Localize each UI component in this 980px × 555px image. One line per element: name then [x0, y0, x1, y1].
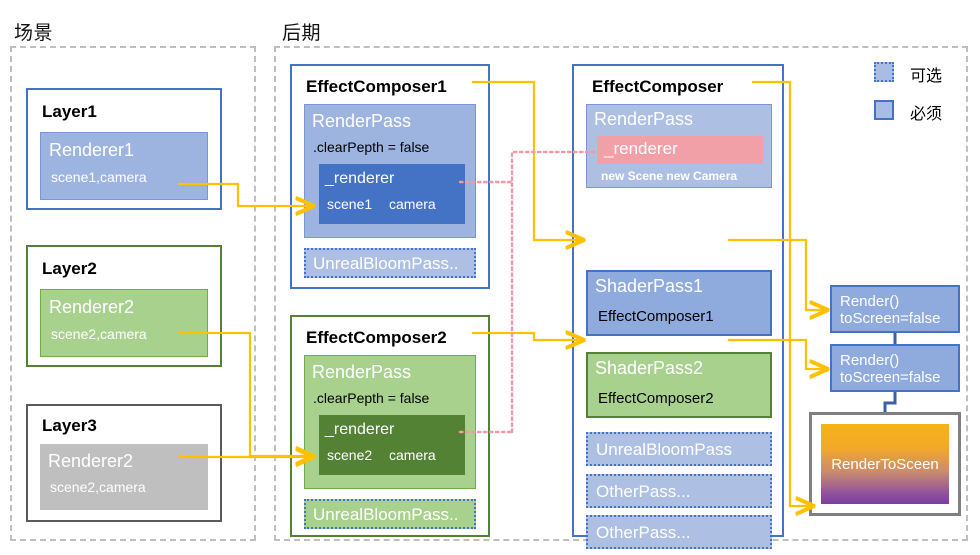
- main-pass-0-label: UnrealBloomPass: [596, 440, 733, 459]
- ec2-renderpass: RenderPass .clearPepth = false _renderer…: [304, 355, 476, 489]
- layer2-title: Layer2: [42, 259, 97, 278]
- legend-label-required: 必须: [910, 106, 943, 123]
- layer2-renderer-label: Renderer2: [49, 297, 135, 317]
- main-shaderpass2-value: EffectComposer2: [598, 390, 714, 407]
- legend-swatch-optional: [874, 62, 894, 82]
- render-box-1[interactable]: Render() toScreen=false: [830, 285, 960, 333]
- main-renderpass-label: RenderPass: [594, 109, 694, 129]
- layer1-renderer-box: Renderer1 scene1,camera: [40, 132, 208, 200]
- layer1-detail: scene1,camera: [51, 169, 147, 185]
- main-shaderpass2[interactable]: ShaderPass2 EffectComposer2: [586, 352, 772, 418]
- ec2-unrealbloompass[interactable]: UnrealBloomPass..: [304, 499, 476, 529]
- card-effectcomposer2[interactable]: EffectComposer2 RenderPass .clearPepth =…: [290, 315, 490, 537]
- render-to-screen-frame[interactable]: RenderToSceen: [809, 412, 961, 516]
- effectcomposer1-title: EffectComposer1: [306, 77, 447, 96]
- group-title-post: 后期: [282, 23, 322, 44]
- main-pass-1-label: OtherPass...: [596, 482, 691, 501]
- layer1-renderer-label: Renderer1: [49, 140, 135, 160]
- card-layer3[interactable]: Layer3 Renderer2 scene2,camera: [26, 404, 222, 522]
- group-title-scene: 场景: [14, 23, 54, 44]
- ec2-unrealbloompass-label: UnrealBloomPass..: [313, 505, 459, 524]
- group-scene: [10, 46, 256, 541]
- main-shaderpass1[interactable]: ShaderPass1 EffectComposer1: [586, 270, 772, 336]
- layer1-title: Layer1: [42, 102, 97, 121]
- ec2-scene-label: scene2: [327, 447, 373, 463]
- layer2-detail: scene2,camera: [51, 326, 147, 342]
- ec1-unrealbloompass[interactable]: UnrealBloomPass..: [304, 248, 476, 278]
- layer3-renderer-label: Renderer2: [48, 451, 134, 471]
- render-box-2[interactable]: Render() toScreen=false: [830, 344, 960, 392]
- main-new-scene-camera: new Scene new Camera: [601, 169, 738, 183]
- layer3-detail: scene2,camera: [50, 479, 146, 495]
- render-1-line2: toScreen=false: [840, 310, 941, 327]
- render-2-line1: Render(): [840, 352, 900, 369]
- main-renderpass: RenderPass _renderer new Scene new Camer…: [586, 104, 772, 188]
- main-pass-unrealbloompass[interactable]: UnrealBloomPass: [586, 432, 772, 466]
- render-2-line2: toScreen=false: [840, 369, 941, 386]
- ec1-unrealbloompass-label: UnrealBloomPass..: [313, 254, 459, 273]
- layer2-renderer-box: Renderer2 scene2,camera: [40, 289, 208, 357]
- legend-label-optional: 可选: [910, 68, 943, 85]
- ec1-renderer-box: _renderer scene1 camera: [319, 164, 465, 224]
- main-shaderpass1-label: ShaderPass1: [595, 276, 704, 296]
- ec2-cleardepth: .clearPepth = false: [313, 390, 430, 406]
- render-to-screen-gradient: RenderToSceen: [821, 424, 949, 504]
- ec1-cleardepth: .clearPepth = false: [313, 139, 430, 155]
- ec1-scene-label: scene1: [327, 196, 373, 212]
- ec2-camera-label: camera: [389, 447, 436, 463]
- ec2-renderer-label: _renderer: [325, 421, 395, 438]
- ec1-renderpass: RenderPass .clearPepth = false _renderer…: [304, 104, 476, 238]
- main-shaderpass2-label: ShaderPass2: [595, 358, 704, 378]
- ec2-renderer-box: _renderer scene2 camera: [319, 415, 465, 475]
- main-shaderpass1-value: EffectComposer1: [598, 308, 714, 325]
- card-layer1[interactable]: Layer1 Renderer1 scene1,camera: [26, 88, 222, 210]
- ec2-renderpass-label: RenderPass: [312, 362, 412, 382]
- layer3-title: Layer3: [42, 416, 97, 435]
- render-1-line1: Render(): [840, 293, 900, 310]
- main-pass-otherpass-2[interactable]: OtherPass...: [586, 515, 772, 549]
- card-effectcomposer-main[interactable]: EffectComposer RenderPass _renderer new …: [572, 64, 784, 549]
- ec1-renderer-label: _renderer: [325, 170, 395, 187]
- ec1-camera-label: camera: [389, 196, 436, 212]
- main-renderer-box: _renderer: [597, 136, 763, 164]
- main-renderer-label: _renderer: [604, 139, 678, 158]
- ec1-renderpass-label: RenderPass: [312, 111, 412, 131]
- effectcomposer-title: EffectComposer: [592, 77, 724, 96]
- effectcomposer2-title: EffectComposer2: [306, 328, 447, 347]
- card-layer2[interactable]: Layer2 Renderer2 scene2,camera: [26, 245, 222, 367]
- main-pass-otherpass-1[interactable]: OtherPass...: [586, 474, 772, 508]
- render-to-screen-label: RenderToSceen: [831, 456, 939, 473]
- card-effectcomposer1[interactable]: EffectComposer1 RenderPass .clearPepth =…: [290, 64, 490, 289]
- main-pass-2-label: OtherPass...: [596, 523, 691, 542]
- legend-swatch-required: [874, 100, 894, 120]
- layer3-renderer-box: Renderer2 scene2,camera: [40, 444, 208, 510]
